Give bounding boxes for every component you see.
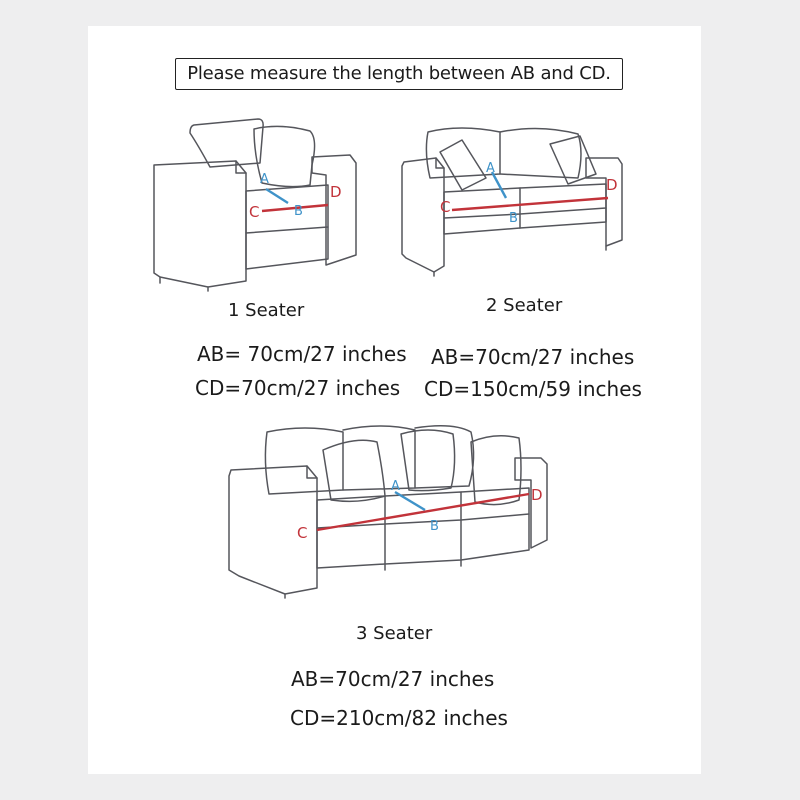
two-seater-cd: CD=150cm/59 inches xyxy=(424,377,642,401)
three-seater-ab: AB=70cm/27 inches xyxy=(291,667,495,691)
three-seater-cd: CD=210cm/82 inches xyxy=(290,706,508,730)
one-seater-cd: CD=70cm/27 inches xyxy=(195,376,401,400)
two-seater-outline xyxy=(401,127,623,277)
one-seater-name: 1 Seater xyxy=(228,300,305,321)
one-seater-illustration: A B C D xyxy=(153,118,357,292)
instruction-title: Please measure the length between AB and… xyxy=(175,58,623,90)
three-seater-illustration: A B C D xyxy=(228,425,548,599)
three-seater-outline xyxy=(228,425,548,599)
point-a-label: A xyxy=(260,172,269,187)
cd-line xyxy=(316,492,530,532)
point-d-label: D xyxy=(330,183,342,201)
point-a-label: A xyxy=(391,479,400,494)
point-d-label: D xyxy=(531,486,543,504)
point-a-label: A xyxy=(486,161,495,176)
point-b-label: B xyxy=(294,204,303,219)
point-c-label: C xyxy=(440,198,450,216)
three-seater-name: 3 Seater xyxy=(356,623,433,644)
cd-line xyxy=(261,203,329,213)
point-b-label: B xyxy=(430,519,439,534)
ab-line xyxy=(394,490,426,512)
point-c-label: C xyxy=(297,524,307,542)
one-seater-outline xyxy=(153,118,357,292)
two-seater-illustration: A B C D xyxy=(401,127,623,277)
diagram-card xyxy=(88,26,701,774)
point-b-label: B xyxy=(509,211,518,226)
point-d-label: D xyxy=(606,176,618,194)
two-seater-ab: AB=70cm/27 inches xyxy=(431,345,635,369)
two-seater-name: 2 Seater xyxy=(486,295,563,316)
one-seater-ab: AB= 70cm/27 inches xyxy=(197,342,407,366)
ab-line xyxy=(265,187,289,205)
ab-line xyxy=(490,171,508,199)
cd-line xyxy=(451,196,609,212)
point-c-label: C xyxy=(249,203,259,221)
